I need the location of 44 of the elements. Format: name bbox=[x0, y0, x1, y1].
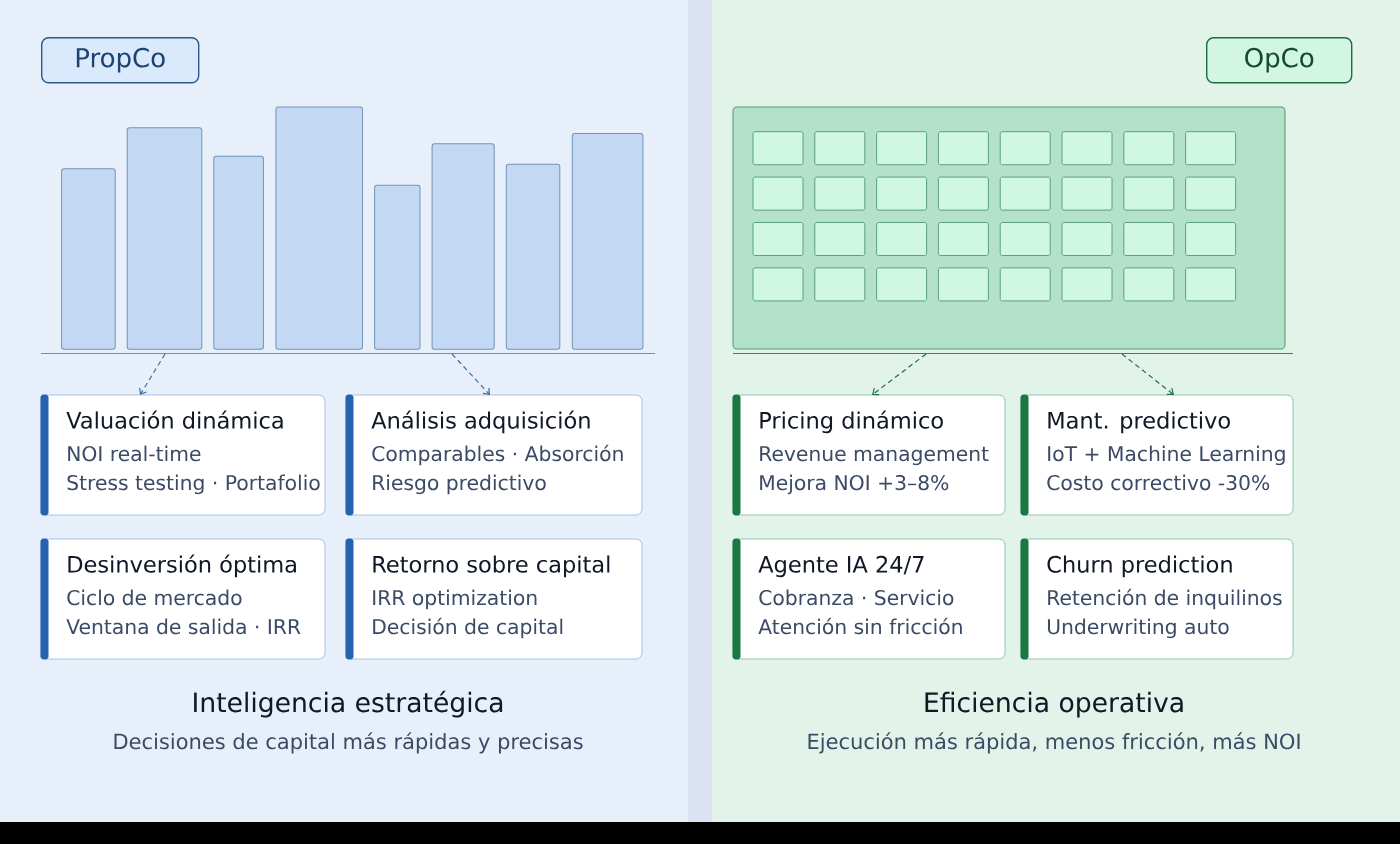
card-text: Atención sin fricción bbox=[758, 617, 962, 635]
grid-panel bbox=[732, 106, 1294, 355]
card bbox=[40, 538, 326, 660]
card-title: Pricing dinámico bbox=[760, 410, 943, 434]
card-title: Valuación dinámica bbox=[66, 410, 283, 429]
tag: OpCo bbox=[1206, 37, 1353, 84]
card bbox=[1020, 394, 1294, 516]
card-title: Desinversión óptima bbox=[68, 554, 296, 578]
heading: Eficiencia operativa bbox=[925, 691, 1183, 718]
arrow bbox=[1121, 353, 1174, 396]
card-text: Riesgo predictivo bbox=[373, 474, 546, 495]
card bbox=[345, 394, 643, 516]
card-title: Churn prediction bbox=[1047, 555, 1232, 578]
card bbox=[345, 538, 643, 660]
card bbox=[732, 394, 1006, 516]
card-text: IRR optimization bbox=[373, 589, 537, 610]
card bbox=[40, 394, 326, 516]
card-text: Cobranza · Servicio bbox=[759, 589, 954, 606]
card-text: Underwriting auto bbox=[1047, 618, 1229, 639]
subheading: Ejecución más rápida, menos fricción, más NOI bbox=[808, 732, 1300, 754]
card-title: Retorno sobre capital bbox=[373, 555, 610, 578]
card-text: Ciclo de mercado bbox=[67, 589, 242, 606]
card bbox=[732, 538, 1006, 660]
card-title: Agente IA 24/7 bbox=[758, 555, 924, 578]
card-text: Decisión de capital bbox=[373, 617, 563, 639]
card bbox=[1020, 538, 1294, 660]
card-text: IoT + Machine Learning bbox=[1048, 445, 1285, 466]
card-text: NOI real-time bbox=[68, 445, 201, 462]
card-text: Costo correctivo -30% bbox=[1047, 474, 1270, 491]
card-title: Mant. predictivo bbox=[1048, 411, 1230, 434]
card-title: Análisis adquisición bbox=[371, 410, 590, 434]
bottom-band bbox=[0, 822, 1400, 844]
arrow bbox=[451, 353, 490, 395]
arrow bbox=[139, 353, 166, 395]
card-text: Comparables · Absorción bbox=[372, 444, 623, 466]
heading: Inteligencia estratégica bbox=[194, 690, 503, 718]
tag: PropCo bbox=[41, 37, 200, 84]
card-text: Retención de inquilinos bbox=[1048, 588, 1282, 610]
arrow bbox=[872, 353, 927, 396]
card-text: Ventana de salida · IRR bbox=[66, 618, 301, 635]
subheading: Decisiones de capital más rápidas y precisas bbox=[114, 732, 583, 754]
card-text: Mejora NOI +3–8% bbox=[760, 474, 949, 495]
card-text: Revenue management bbox=[760, 446, 989, 466]
card-text: Stress testing · Portafolio bbox=[67, 474, 320, 495]
